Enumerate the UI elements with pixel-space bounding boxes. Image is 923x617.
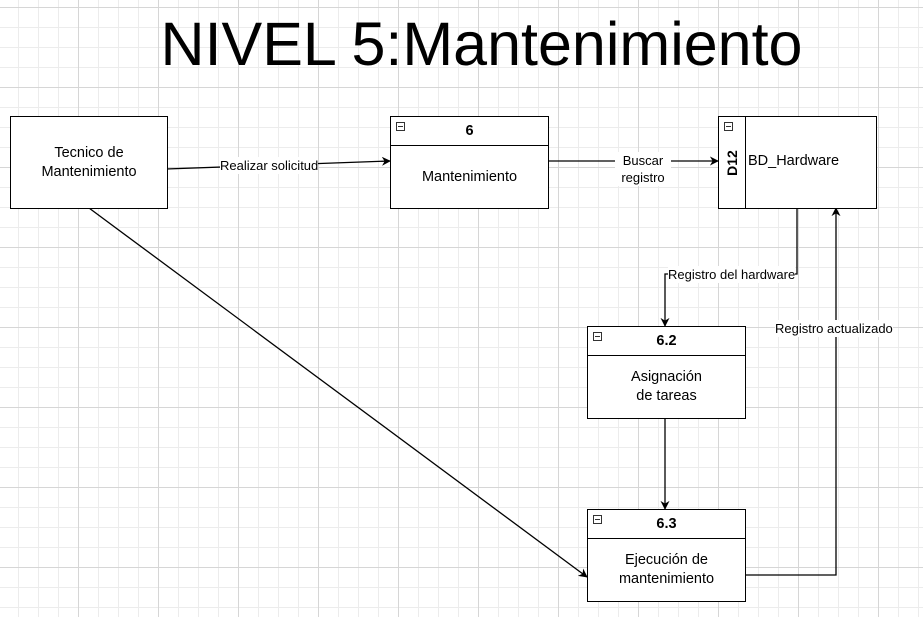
datastore-id-column: D12 bbox=[719, 117, 746, 208]
process-number: 6.2 bbox=[588, 327, 745, 356]
datastore-d12[interactable]: D12 BD_Hardware bbox=[718, 116, 877, 209]
process-name: Mantenimiento bbox=[421, 168, 518, 185]
flow-label-registro-hardware: Registro del hardware bbox=[668, 266, 796, 283]
entity-label: Tecnico de Mantenimiento bbox=[41, 144, 137, 180]
collapse-icon[interactable] bbox=[724, 122, 733, 131]
collapse-icon[interactable] bbox=[593, 332, 602, 341]
entity-tecnico[interactable]: Tecnico de Mantenimiento bbox=[10, 116, 168, 209]
process-number: 6.3 bbox=[588, 510, 745, 539]
datastore-id: D12 bbox=[724, 150, 740, 176]
process-6[interactable]: 6 Mantenimiento bbox=[390, 116, 549, 209]
flow-tecnico-ejecucion-line bbox=[88, 207, 588, 578]
collapse-icon[interactable] bbox=[396, 122, 405, 131]
flow-label-realizar-solicitud: Realizar solicitud bbox=[220, 157, 319, 174]
flow-label-registro-actualizado: Registro actualizado bbox=[775, 320, 893, 337]
collapse-icon[interactable] bbox=[593, 515, 602, 524]
process-number: 6 bbox=[391, 117, 548, 146]
flow-label-buscar-registro: Buscar registro bbox=[615, 152, 671, 186]
diagram-title: NIVEL 5:Mantenimiento bbox=[160, 10, 803, 78]
flow-registro-actualizado-line bbox=[746, 207, 841, 576]
datastore-name: BD_Hardware bbox=[748, 153, 840, 169]
